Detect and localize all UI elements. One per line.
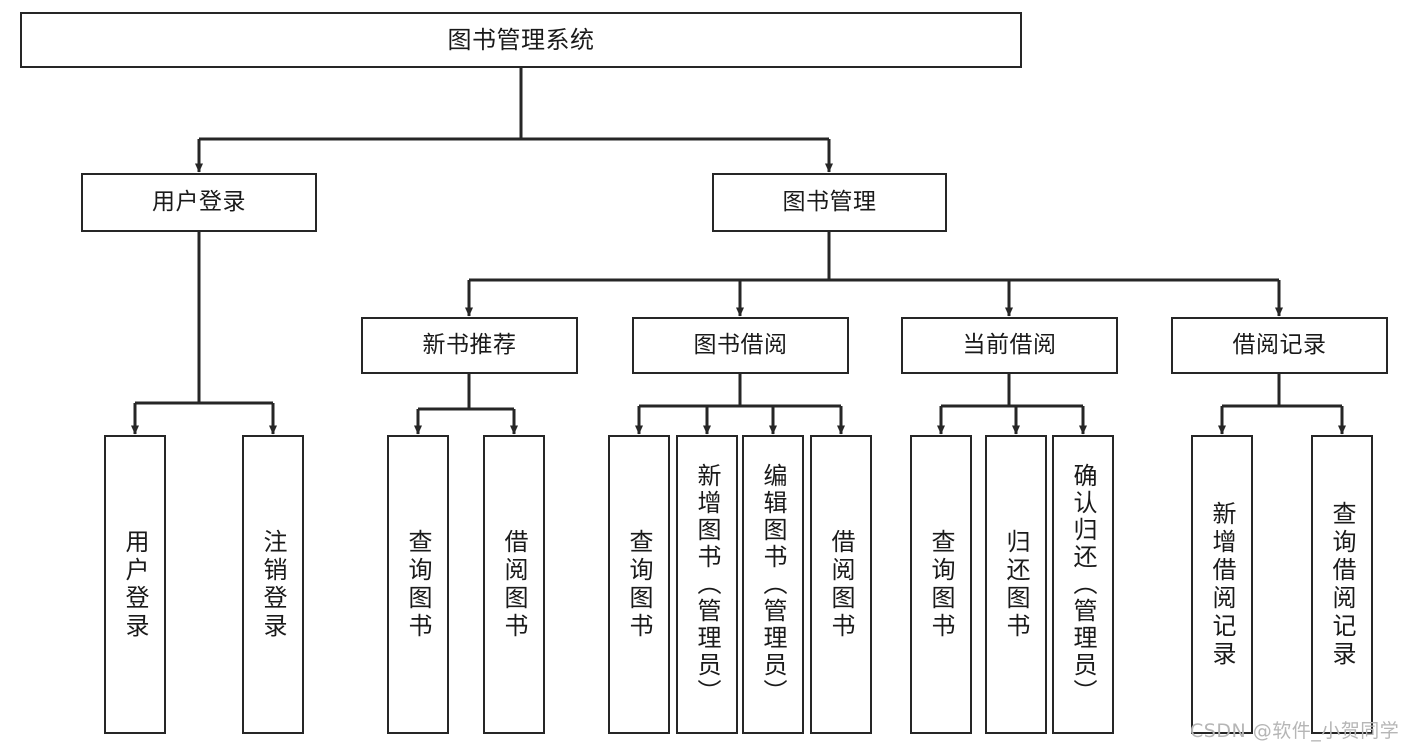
node-label: 新增借阅记录: [1208, 500, 1236, 669]
leaf-borrow-query-book[interactable]: 查询图书: [608, 435, 670, 734]
node-user-login[interactable]: 用户登录: [81, 173, 317, 232]
leaf-newbook-query-book[interactable]: 查询图书: [387, 435, 449, 734]
leaf-newbook-borrow-book[interactable]: 借阅图书: [483, 435, 545, 734]
node-label: 查询图书: [927, 528, 955, 641]
node-borrowing-records[interactable]: 借阅记录: [1171, 317, 1388, 374]
node-current-borrowing[interactable]: 当前借阅: [901, 317, 1118, 374]
node-label: 查询图书: [625, 528, 653, 641]
leaf-borrow-add-book-admin[interactable]: 新增图书（管理员）: [676, 435, 738, 734]
node-label: 用户登录: [152, 188, 246, 215]
node-label: 图书管理系统: [447, 25, 595, 54]
leaf-user-login[interactable]: 用户登录: [104, 435, 166, 734]
node-book-borrowing[interactable]: 图书借阅: [632, 317, 849, 374]
node-label: 借阅记录: [1232, 331, 1327, 358]
leaf-current-return-book[interactable]: 归还图书: [985, 435, 1047, 734]
node-label: 新增图书（管理员）: [693, 463, 721, 706]
node-label: 借阅图书: [500, 528, 528, 641]
leaf-current-query-book[interactable]: 查询图书: [910, 435, 972, 734]
node-book-management[interactable]: 图书管理: [712, 173, 947, 232]
node-label: 新书推荐: [422, 331, 517, 358]
edge-lines: [131, 68, 1346, 435]
leaf-current-confirm-return-admin[interactable]: 确认归还（管理员）: [1052, 435, 1114, 734]
node-label: 图书借阅: [693, 331, 788, 358]
node-label: 查询借阅记录: [1328, 500, 1356, 669]
leaf-user-logout[interactable]: 注销登录: [242, 435, 304, 734]
leaf-borrow-borrow-book[interactable]: 借阅图书: [810, 435, 872, 734]
leaf-borrow-edit-book-admin[interactable]: 编辑图书（管理员）: [742, 435, 804, 734]
leaf-record-add-borrow-record[interactable]: 新增借阅记录: [1191, 435, 1253, 734]
node-label: 当前借阅: [962, 331, 1057, 358]
node-label: 图书管理: [782, 188, 877, 215]
leaf-record-query-borrow-record[interactable]: 查询借阅记录: [1311, 435, 1373, 734]
node-label: 编辑图书（管理员）: [759, 463, 787, 706]
node-label: 归还图书: [1002, 528, 1030, 641]
node-label: 借阅图书: [827, 528, 855, 641]
node-label: 用户登录: [121, 528, 149, 641]
node-label: 注销登录: [259, 528, 287, 641]
node-label: 查询图书: [404, 528, 432, 641]
csdn-watermark: CSDN @软件_小贺同学: [1190, 720, 1400, 742]
node-new-book-recommendation[interactable]: 新书推荐: [361, 317, 578, 374]
node-root-book-management-system[interactable]: 图书管理系统: [20, 12, 1022, 68]
node-label: 确认归还（管理员）: [1069, 463, 1097, 706]
